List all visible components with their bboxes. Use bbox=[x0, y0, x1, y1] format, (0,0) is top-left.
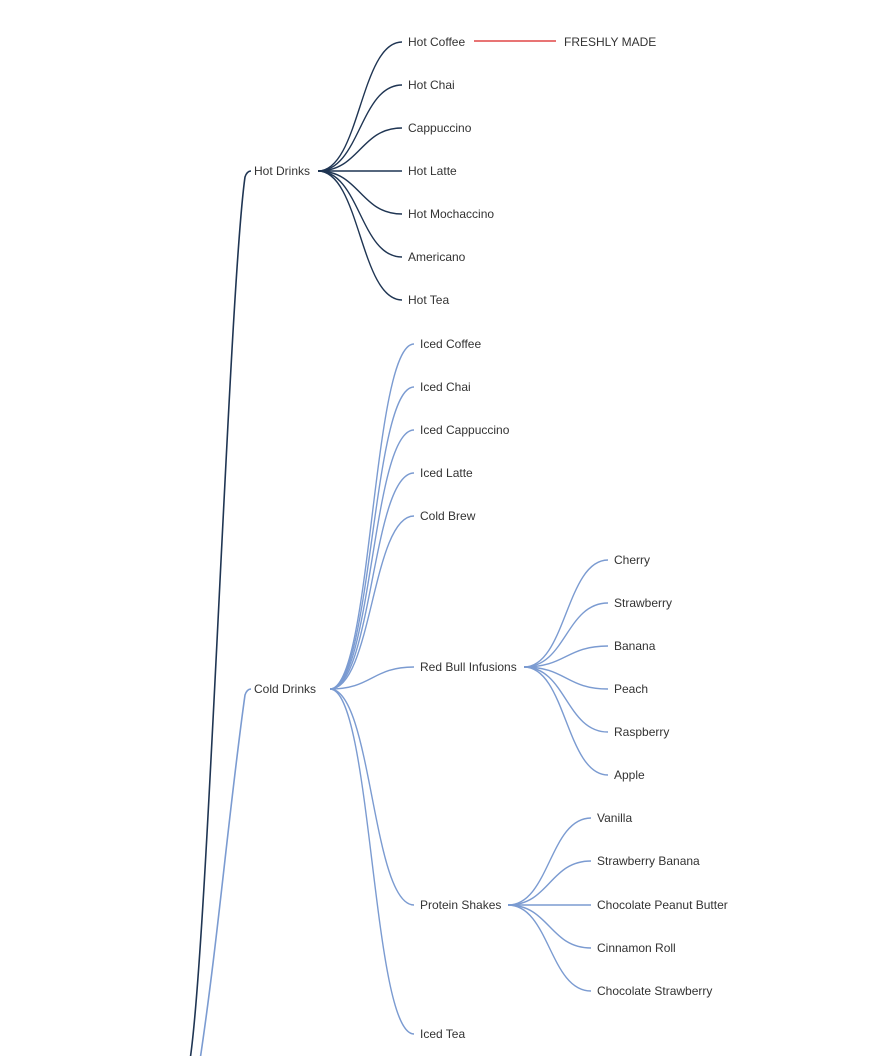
link-ps-3 bbox=[507, 904, 592, 949]
trunk-hot-drinks bbox=[189, 170, 252, 1056]
node-ps-vanilla[interactable]: Vanilla bbox=[597, 811, 633, 825]
link-hot-0 bbox=[317, 41, 403, 172]
node-iced-chai[interactable]: Iced Chai bbox=[420, 380, 471, 394]
node-americano[interactable]: Americano bbox=[408, 250, 466, 264]
node-red-bull-infusions[interactable]: Red Bull Infusions bbox=[420, 660, 517, 674]
link-cold-0 bbox=[329, 343, 415, 690]
link-hot-5 bbox=[317, 170, 403, 258]
link-rb-5 bbox=[523, 666, 609, 776]
link-ps-4 bbox=[507, 904, 592, 992]
link-rb-1 bbox=[523, 602, 609, 668]
link-rb-0 bbox=[523, 559, 609, 668]
node-rb-strawberry[interactable]: Strawberry bbox=[614, 596, 673, 610]
node-cappuccino[interactable]: Cappuccino bbox=[408, 121, 472, 135]
node-rb-cherry[interactable]: Cherry bbox=[614, 553, 651, 567]
callout-freshly-made[interactable]: FRESHLY MADE bbox=[564, 35, 657, 49]
node-rb-banana[interactable]: Banana bbox=[614, 639, 656, 653]
trunk-cold-drinks bbox=[199, 688, 252, 1056]
node-hot-chai[interactable]: Hot Chai bbox=[408, 78, 455, 92]
link-ps-1 bbox=[507, 860, 592, 906]
link-cold-1 bbox=[329, 386, 415, 690]
node-cold-brew[interactable]: Cold Brew bbox=[420, 509, 476, 523]
link-hot-4 bbox=[317, 170, 403, 215]
node-iced-coffee[interactable]: Iced Coffee bbox=[420, 337, 482, 351]
link-rb-3 bbox=[523, 666, 609, 690]
node-hot-mochaccino[interactable]: Hot Mochaccino bbox=[408, 207, 495, 221]
link-rb-4 bbox=[523, 666, 609, 733]
link-hot-2 bbox=[317, 127, 403, 172]
node-rb-apple[interactable]: Apple bbox=[614, 768, 645, 782]
node-rb-raspberry[interactable]: Raspberry bbox=[614, 725, 670, 739]
node-ps-cinnamon-roll[interactable]: Cinnamon Roll bbox=[597, 941, 676, 955]
node-hot-coffee[interactable]: Hot Coffee bbox=[408, 35, 466, 49]
link-hot-1 bbox=[317, 84, 403, 172]
link-cold-2 bbox=[329, 429, 415, 690]
node-iced-latte[interactable]: Iced Latte bbox=[420, 466, 473, 480]
link-hot-6 bbox=[317, 170, 403, 301]
link-cold-6 bbox=[329, 688, 415, 906]
node-hot-latte[interactable]: Hot Latte bbox=[408, 164, 457, 178]
node-hot-drinks[interactable]: Hot Drinks bbox=[254, 164, 311, 178]
link-cold-3 bbox=[329, 472, 415, 690]
node-hot-tea[interactable]: Hot Tea bbox=[408, 293, 450, 307]
node-iced-tea[interactable]: Iced Tea bbox=[420, 1027, 466, 1041]
link-cold-5 bbox=[329, 666, 415, 690]
link-rb-2 bbox=[523, 645, 609, 668]
link-cold-7 bbox=[329, 688, 415, 1035]
node-ps-chocolate-peanut-butter[interactable]: Chocolate Peanut Butter bbox=[597, 898, 728, 912]
node-protein-shakes[interactable]: Protein Shakes bbox=[420, 898, 502, 912]
node-ps-strawberry-banana[interactable]: Strawberry Banana bbox=[597, 854, 700, 868]
link-cold-4 bbox=[329, 515, 415, 690]
link-ps-0 bbox=[507, 817, 592, 906]
node-rb-peach[interactable]: Peach bbox=[614, 682, 649, 696]
node-cold-drinks[interactable]: Cold Drinks bbox=[254, 682, 317, 696]
node-ps-chocolate-strawberry[interactable]: Chocolate Strawberry bbox=[597, 984, 713, 998]
node-iced-cappuccino[interactable]: Iced Cappuccino bbox=[420, 423, 510, 437]
